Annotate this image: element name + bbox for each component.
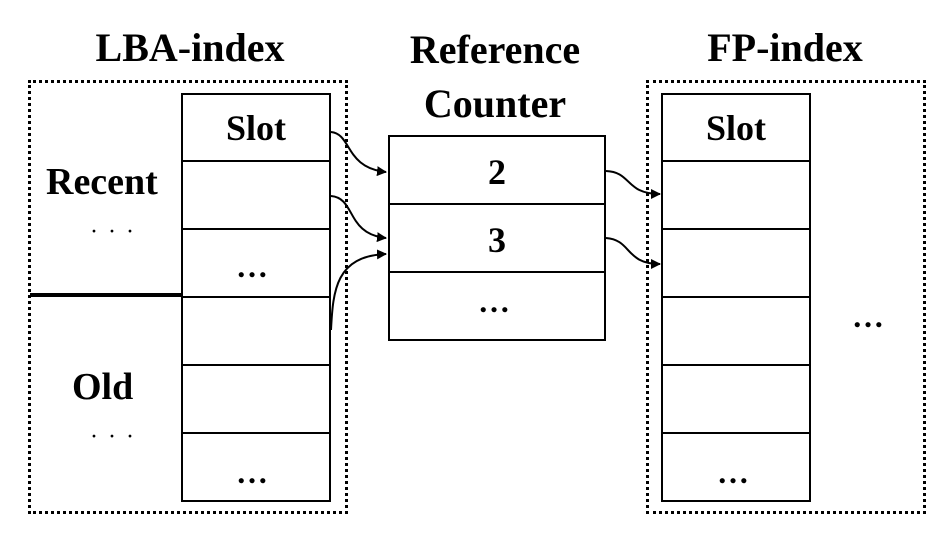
arrow-lba-slot2-to-counter2 — [330, 195, 387, 243]
lba-slot-cell-1 — [181, 93, 331, 162]
fp-slot-cell-6 — [661, 432, 811, 502]
lba-slot-cell-3 — [181, 228, 331, 298]
lba-index-title: LBA-index — [95, 25, 285, 70]
recent-label: Recent — [46, 161, 158, 203]
lba-ellipsis-upper: … — [236, 248, 268, 284]
old-label: Old — [72, 366, 134, 408]
counter-value-2: 3 — [488, 220, 506, 260]
counter-value-1: 2 — [488, 152, 506, 192]
fp-ellipsis-side: … — [852, 298, 884, 334]
fp-slot-cell-4 — [661, 296, 811, 366]
arrow-lba-slot4-to-counter2 — [330, 249, 387, 331]
lba-slot-label: Slot — [225, 108, 286, 148]
lba-slot-cell-4 — [181, 296, 331, 366]
arrow-lba-slot1-to-counter1 — [330, 131, 387, 177]
fp-slot-label: Slot — [705, 108, 766, 148]
old-dots: · · · — [90, 424, 136, 450]
recent-dots: · · · — [90, 219, 136, 245]
lba-ellipsis-lower: … — [236, 454, 268, 490]
fp-index-title: FP-index — [707, 25, 863, 70]
reference-counter-title-line1: Reference — [409, 27, 581, 72]
arrow-counter2-to-fp-slot3 — [605, 237, 661, 269]
fp-slot-cell-5 — [661, 364, 811, 434]
fp-ellipsis-bottom: … — [717, 454, 749, 490]
fp-index-container — [646, 80, 926, 514]
reference-counter-title-line2: Counter — [423, 81, 567, 126]
counter-ellipsis: … — [478, 283, 510, 319]
counter-cell-2 — [388, 203, 606, 273]
lba-index-container — [28, 80, 348, 514]
fp-slot-cell-2 — [661, 160, 811, 230]
counter-cell-3 — [388, 271, 606, 341]
arrow-counter1-to-fp-slot2 — [605, 170, 661, 199]
fp-slot-cell-3 — [661, 228, 811, 298]
lba-slot-cell-6 — [181, 432, 331, 502]
